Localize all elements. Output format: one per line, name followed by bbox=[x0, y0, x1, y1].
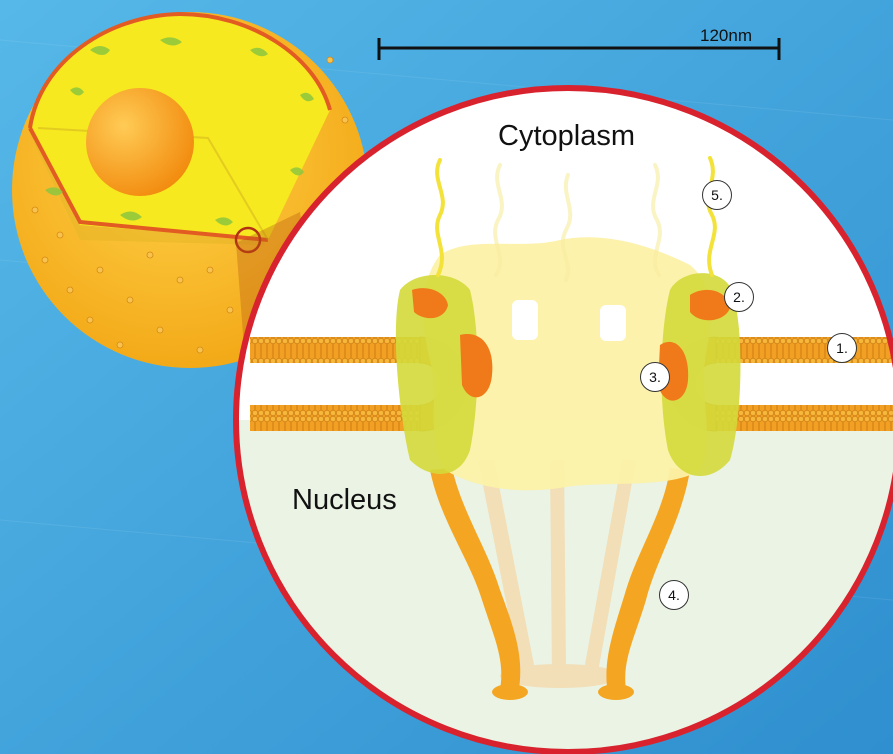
callout-1: 1. bbox=[827, 333, 857, 363]
nucleus-label: Nucleus bbox=[292, 484, 397, 517]
callout-4: 4. bbox=[659, 580, 689, 610]
cytoplasm-label: Cytoplasm bbox=[498, 120, 635, 153]
callout-3-text: 3. bbox=[649, 369, 661, 385]
callout-5: 5. bbox=[702, 180, 732, 210]
callout-4-text: 4. bbox=[668, 587, 680, 603]
callout-2: 2. bbox=[724, 282, 754, 312]
callout-2-text: 2. bbox=[733, 289, 745, 305]
scale-bar-label: 120nm bbox=[700, 26, 752, 46]
callout-1-text: 1. bbox=[836, 340, 848, 356]
callout-3: 3. bbox=[640, 362, 670, 392]
callout-5-text: 5. bbox=[711, 187, 723, 203]
